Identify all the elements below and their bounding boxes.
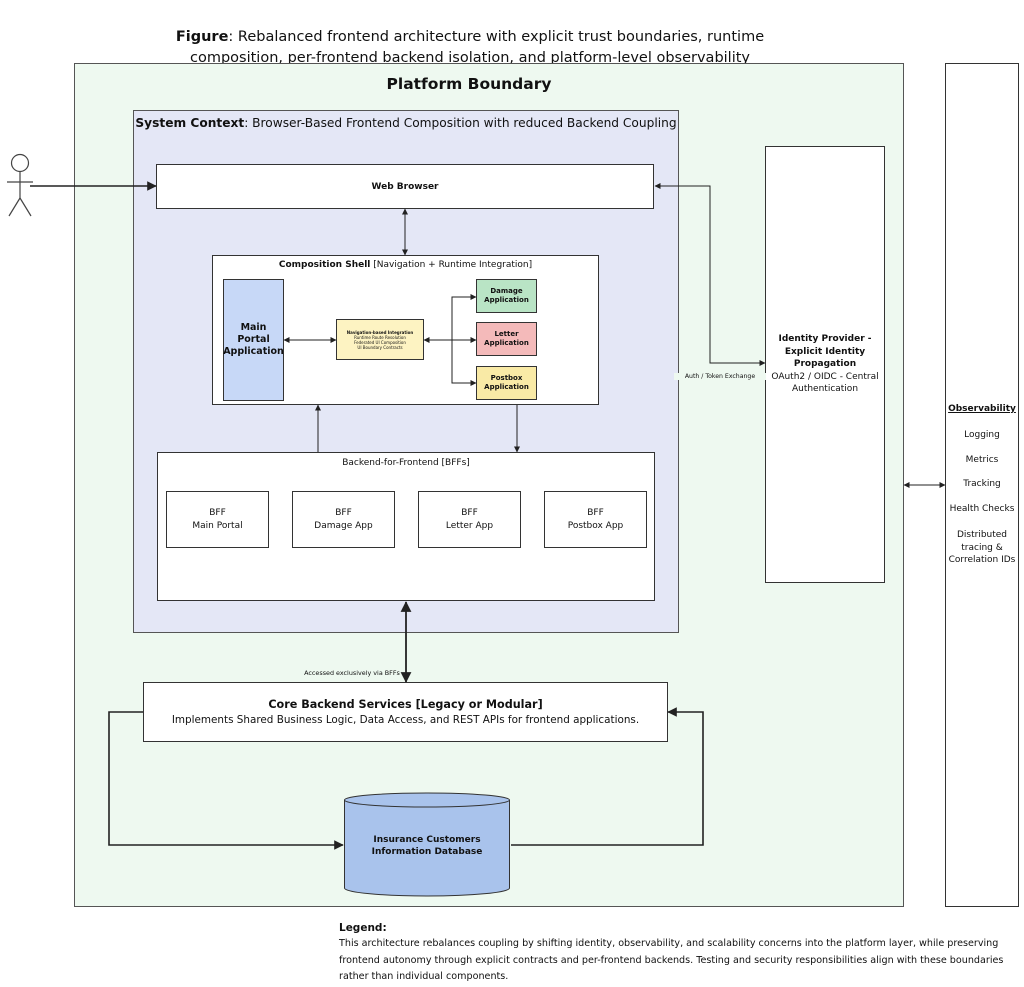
observability-panel bbox=[945, 63, 1019, 907]
bff-container-title: Backend-for-Frontend [BFFs] bbox=[342, 458, 470, 468]
navigation-integration-line: Federated UI Composition bbox=[354, 339, 406, 345]
damage-application: Damage Application bbox=[476, 279, 537, 313]
legend-title: Legend: bbox=[339, 922, 387, 934]
bff-main-portal: BFF Main Portal bbox=[166, 491, 269, 548]
composition-shell-title: Composition Shell [Navigation + Runtime … bbox=[212, 260, 599, 270]
main-portal-application: Main Portal Application bbox=[223, 279, 284, 401]
obs-item-distributed-tracing: Distributed tracing & Correlation IDs bbox=[948, 530, 1016, 565]
system-context-title-bold: System Context bbox=[135, 116, 245, 130]
auth-token-exchange-label: Auth / Token Exchange bbox=[674, 373, 766, 380]
legend-text: This architecture rebalances coupling by… bbox=[339, 938, 1004, 982]
identity-provider-title: Identity Provider - Explicit Identity Pr… bbox=[778, 334, 872, 370]
core-backend-title: Core Backend Services [Legacy or Modular… bbox=[268, 698, 543, 711]
core-backend-services: Core Backend Services [Legacy or Modular… bbox=[143, 682, 668, 742]
database-label: Insurance Customers Information Database bbox=[371, 834, 483, 858]
observability-title: Observability bbox=[948, 404, 1016, 414]
identity-provider-subtitle: OAuth2 / OIDC - Central Authentication bbox=[771, 371, 879, 395]
letter-application: Letter Application bbox=[476, 322, 537, 356]
core-access-label: Accessed exclusively via BFFs bbox=[304, 669, 400, 677]
legend: Legend: This architecture rebalances cou… bbox=[339, 921, 1019, 986]
navigation-integration-line: Runtime Route Resolution bbox=[354, 334, 406, 340]
obs-item-metrics: Metrics bbox=[965, 455, 999, 465]
database-cylinder-icon bbox=[344, 792, 510, 897]
web-browser-box: Web Browser bbox=[156, 164, 654, 209]
web-browser-label: Web Browser bbox=[371, 181, 439, 192]
bff-letter-app: BFF Letter App bbox=[418, 491, 521, 548]
bff-postbox-app: BFF Postbox App bbox=[544, 491, 647, 548]
figure-caption-label: Figure bbox=[175, 29, 229, 45]
identity-provider-box: Identity Provider - Explicit Identity Pr… bbox=[765, 146, 885, 583]
composition-shell-title-bold: Composition Shell bbox=[278, 260, 371, 270]
system-context-title-rest: : Browser-Based Frontend Composition wit… bbox=[244, 116, 677, 130]
platform-boundary-title: Platform Boundary bbox=[386, 75, 552, 93]
composition-shell-title-rest: [Navigation + Runtime Integration] bbox=[370, 260, 533, 270]
user-actor-icon bbox=[7, 153, 33, 217]
bff-damage-app: BFF Damage App bbox=[292, 491, 395, 548]
postbox-application: Postbox Application bbox=[476, 366, 537, 400]
navigation-integration-line: UI Boundary Contracts bbox=[357, 344, 403, 350]
figure-caption: Figure: Rebalanced frontend architecture… bbox=[150, 6, 790, 69]
core-backend-subtitle: Implements Shared Business Logic, Data A… bbox=[171, 714, 640, 726]
obs-item-logging: Logging bbox=[964, 430, 1000, 440]
system-context-title: System Context: Browser-Based Frontend C… bbox=[133, 116, 679, 130]
navigation-integration-box: Navigation-based Integration Runtime Rou… bbox=[336, 319, 424, 360]
obs-item-health-checks: Health Checks bbox=[949, 504, 1015, 514]
navigation-integration-title: Navigation-based Integration bbox=[346, 329, 414, 335]
obs-item-tracking: Tracking bbox=[963, 479, 1001, 489]
figure-caption-text: : Rebalanced frontend architecture with … bbox=[189, 29, 765, 66]
